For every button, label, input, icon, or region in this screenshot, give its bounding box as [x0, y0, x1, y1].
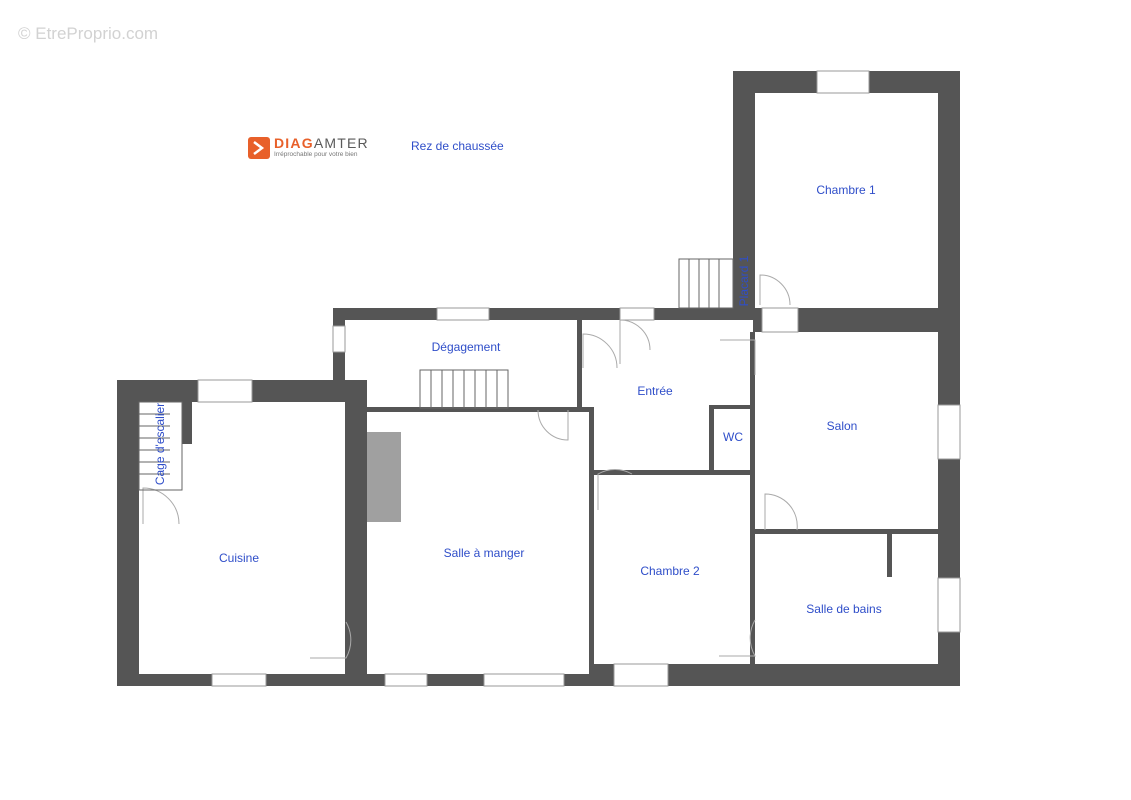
room-label-entree: Entrée	[637, 384, 673, 398]
wall-segment	[709, 405, 714, 470]
plan-title: Rez de chaussée	[411, 139, 504, 153]
logo-name: DIAGAMTER	[274, 135, 369, 151]
window	[613, 663, 669, 687]
door-swing	[764, 493, 798, 531]
wall-segment	[733, 71, 755, 309]
wall-segment	[367, 407, 594, 412]
diagamter-logo-icon	[248, 137, 270, 159]
wall-segment	[117, 380, 139, 686]
staircase	[678, 258, 734, 309]
wall-segment	[345, 380, 367, 686]
room-label-placard-1: Placard 1	[737, 255, 751, 307]
door-swing	[720, 339, 756, 375]
staircase	[138, 401, 183, 491]
door-swing	[759, 274, 791, 306]
door-swing	[619, 319, 651, 364]
window	[211, 673, 267, 687]
room-label-chambre-2: Chambre 2	[640, 564, 700, 578]
window	[384, 673, 428, 687]
wall-segment	[594, 664, 960, 686]
interior-walls	[182, 320, 938, 674]
wall-segment	[887, 532, 892, 577]
wall-segment	[333, 308, 753, 320]
room-label-salle-a-manger: Salle à manger	[443, 546, 525, 560]
wall-segment	[709, 405, 752, 409]
window	[816, 70, 870, 94]
window	[332, 325, 346, 353]
wall-segment	[938, 71, 960, 686]
watermark: © EtreProprio.com	[18, 24, 159, 43]
logo-name-bold: DIAG	[274, 135, 314, 151]
room-label-cuisine: Cuisine	[218, 551, 260, 565]
room-label-salon: Salon	[826, 419, 858, 433]
counter-block	[367, 432, 401, 522]
wall-segment	[577, 320, 582, 410]
doors	[142, 274, 798, 659]
window	[483, 673, 565, 687]
door-swing	[310, 621, 352, 659]
door-swing	[142, 487, 180, 525]
windows	[197, 70, 961, 687]
room-label-wc: WC	[723, 430, 743, 444]
logo-name-light: AMTER	[313, 135, 369, 151]
walls	[117, 71, 960, 686]
window	[937, 404, 961, 460]
room-label-chambre-1: Chambre 1	[816, 183, 876, 197]
logo-tagline: Irréprochable pour votre bien	[274, 151, 358, 158]
window	[436, 307, 490, 321]
window	[619, 307, 655, 321]
wall-segment	[755, 529, 938, 534]
wall-segment	[182, 402, 192, 444]
door-swing	[537, 409, 569, 441]
room-label-salle-de-bains: Salle de bains	[806, 602, 882, 616]
door-swing	[719, 619, 756, 657]
wall-segment	[594, 470, 752, 475]
window	[761, 307, 799, 333]
wall-segment	[750, 332, 755, 664]
window	[197, 379, 253, 403]
door-swing	[582, 333, 618, 369]
wall-segment	[589, 407, 594, 674]
room-label-cage-escalier: Cage d'escalier	[153, 402, 167, 486]
stairs	[138, 258, 734, 491]
door-swing	[597, 468, 633, 510]
window	[937, 577, 961, 633]
room-label-degagement: Dégagement	[431, 340, 501, 354]
